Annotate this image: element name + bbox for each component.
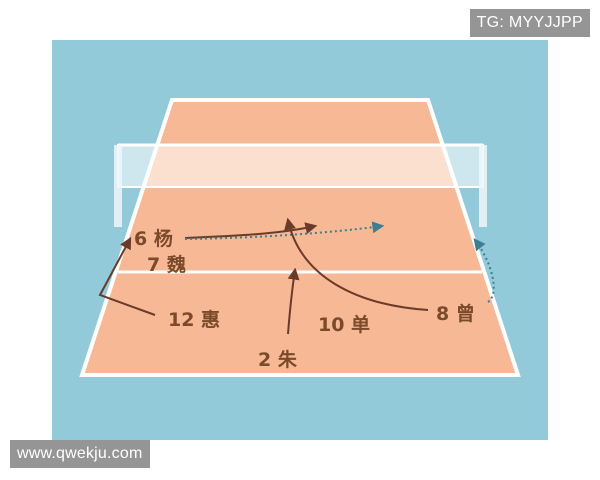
arrow-6-path (184, 222, 318, 239)
player-label-6: 6 杨 (134, 228, 173, 250)
net (117, 144, 484, 188)
watermark-top-right: TG: MYYJJPP (469, 9, 590, 37)
player-label-2: 2 朱 (258, 349, 297, 371)
watermark-url: www.qwekju.com (10, 440, 150, 468)
arrow-6-dotted (184, 221, 385, 240)
net-post-right (479, 145, 487, 227)
arrow-8-dotted (473, 238, 495, 303)
net-post-left (114, 145, 122, 227)
player-label-12: 12 惠 (168, 309, 221, 331)
arrow-2-path (287, 267, 300, 335)
player-label-8: 8 曾 (436, 303, 475, 325)
arrow-12-path (98, 236, 156, 316)
arrow-8-path (284, 217, 429, 311)
player-label-10: 10 单 (318, 314, 371, 336)
player-label-7: 7 魏 (147, 254, 186, 276)
